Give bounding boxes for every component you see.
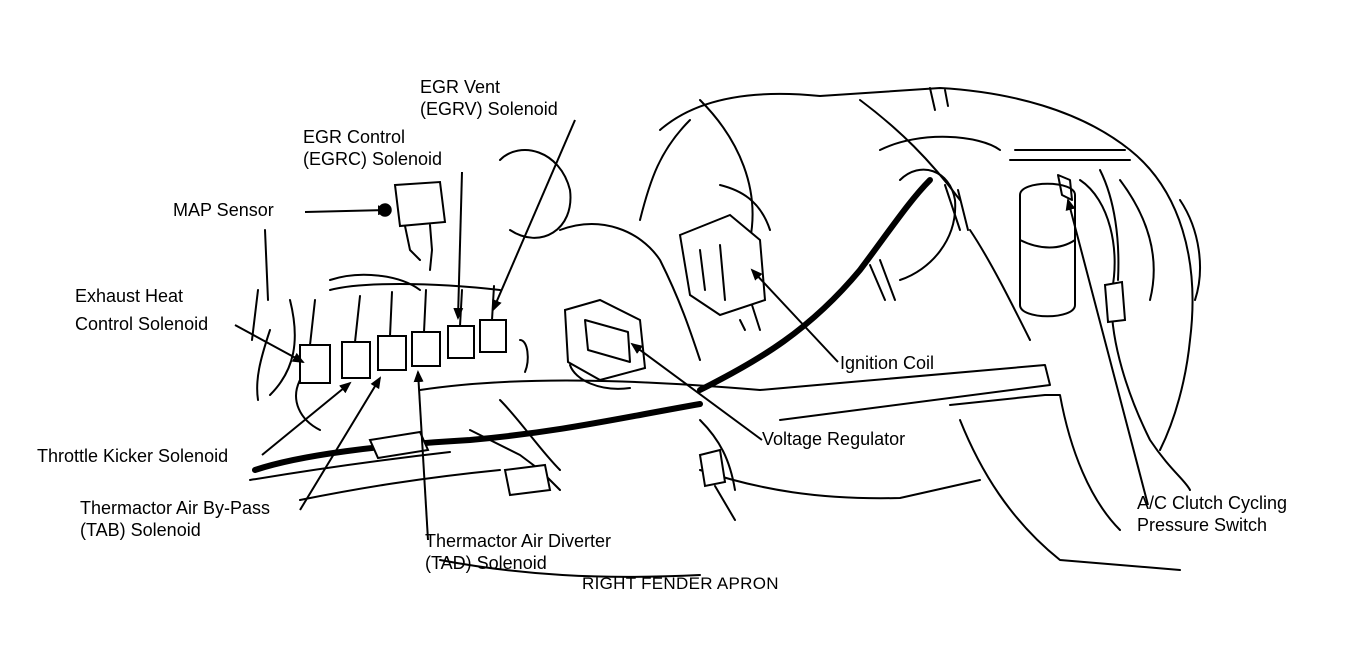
leader-egr-control	[453, 171, 464, 320]
leader-voltage-regulator	[630, 342, 763, 441]
label-ignition-coil: Ignition Coil	[840, 353, 935, 373]
caption-right-fender-apron: RIGHT FENDER APRON	[582, 574, 779, 593]
leader-thermactor-diverter	[413, 370, 429, 541]
leader-exhaust-heat	[234, 324, 305, 363]
label-exhaust-heat: Exhaust Heat Control Solenoid	[75, 286, 209, 334]
fender-body-outline	[419, 87, 1201, 578]
leader-thermactor-bypass	[299, 376, 382, 511]
ignition-coil-part	[678, 184, 771, 331]
leader-lines	[234, 119, 1149, 541]
label-thermactor-diverter: Thermactor Air Diverter (TAD) Solenoid	[425, 531, 612, 573]
label-map-sensor: MAP Sensor	[173, 200, 274, 220]
label-ac-switch: A/C Clutch Cycling Pressure Switch	[1137, 493, 1288, 535]
voltage-regulator-part	[563, 298, 647, 390]
ac-accumulator-part	[1019, 169, 1191, 491]
label-throttle-kicker: Throttle Kicker Solenoid	[37, 446, 229, 466]
label-voltage-regulator: Voltage Regulator	[762, 429, 906, 449]
leader-throttle-kicker	[261, 381, 352, 456]
leader-egr-vent	[492, 119, 576, 312]
label-egr-vent: EGR Vent (EGRV) Solenoid	[420, 77, 558, 119]
label-thermactor-bypass: Thermactor Air By-Pass (TAB) Solenoid	[80, 498, 271, 540]
wiring-harness-right	[697, 135, 1001, 521]
leader-ignition-coil	[750, 268, 839, 363]
solenoid-cluster	[295, 283, 529, 431]
label-egr-control: EGR Control (EGRC) Solenoid	[303, 127, 443, 169]
leader-map-sensor	[304, 205, 390, 216]
map-sensor-part	[378, 180, 447, 271]
leader-ac-switch	[1065, 198, 1149, 506]
